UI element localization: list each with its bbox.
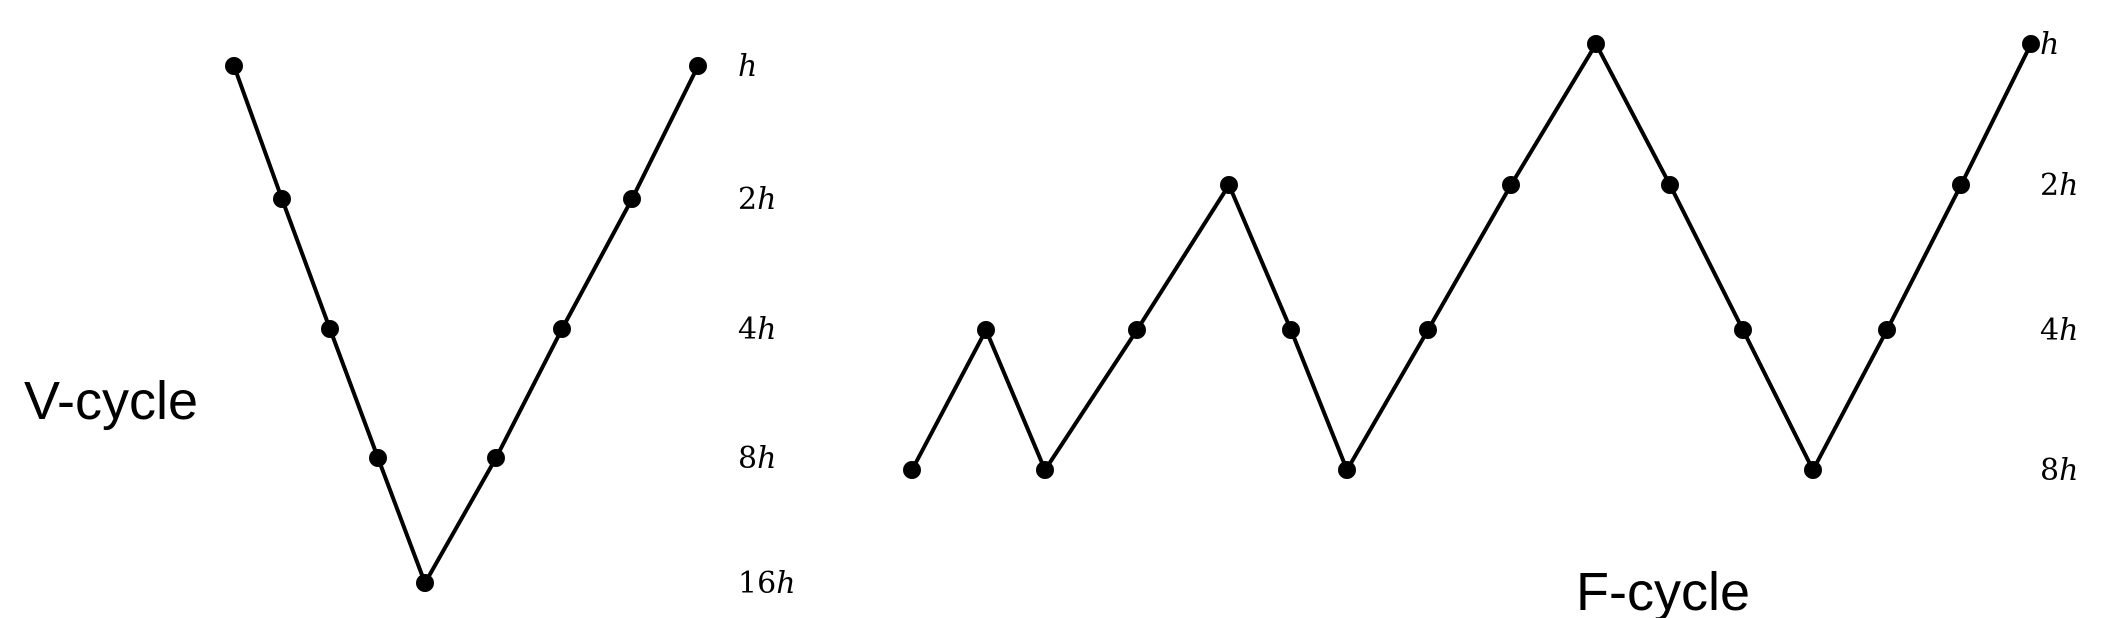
v-cycle-edge — [328, 327, 380, 460]
f-cycle-edge — [1959, 42, 2033, 187]
f-cycle-nodes — [903, 35, 2040, 479]
f-cycle-node — [1661, 176, 1679, 194]
level-unit: h — [776, 566, 795, 601]
f-cycle-node — [1282, 321, 1300, 339]
f-cycle-node — [977, 321, 995, 339]
f-cycle-level-label: 2h — [2040, 168, 2078, 203]
level-unit: h — [2059, 313, 2078, 348]
f-cycle-edge — [1426, 183, 1513, 332]
f-cycle-node — [1952, 176, 1970, 194]
f-cycle-edge — [1741, 328, 1815, 472]
v-cycle-level-label: h — [738, 49, 757, 84]
f-cycle-edge — [1043, 328, 1139, 472]
f-cycle-edge — [1668, 183, 1745, 332]
v-cycle-edge — [423, 456, 498, 585]
v-cycle-edge — [280, 197, 332, 331]
level-coefficient: 16 — [738, 566, 776, 601]
v-cycle-node — [487, 449, 505, 467]
f-cycle-level-label: h — [2040, 27, 2059, 62]
f-cycle-path — [910, 42, 2033, 472]
level-coefficient: 2 — [2040, 168, 2059, 203]
v-cycle-node — [321, 320, 339, 338]
f-cycle-node — [1220, 176, 1238, 194]
f-cycle-node — [1338, 461, 1356, 479]
v-cycle-edge — [560, 197, 634, 331]
level-unit: h — [757, 182, 776, 217]
level-coefficient: 8 — [738, 441, 757, 476]
f-cycle-node — [1036, 461, 1054, 479]
f-cycle-level-label: 8h — [2040, 453, 2078, 488]
f-cycle-node — [1804, 461, 1822, 479]
f-cycle-edge — [910, 328, 988, 472]
f-cycle-edge — [984, 328, 1047, 472]
v-cycle-node — [689, 57, 707, 75]
v-cycle-node — [369, 449, 387, 467]
v-cycle-node — [225, 57, 243, 75]
v-cycle-edge — [232, 64, 284, 201]
v-cycle-level-label: 4h — [738, 312, 776, 347]
level-unit: h — [757, 312, 776, 347]
f-cycle-node — [1502, 176, 1520, 194]
v-cycle-node — [273, 190, 291, 208]
v-cycle-edge — [376, 456, 427, 585]
f-cycle-node — [1734, 321, 1752, 339]
f-cycle-node — [1128, 321, 1146, 339]
v-cycle-node — [553, 320, 571, 338]
level-unit: h — [2059, 453, 2078, 488]
v-cycle-node — [416, 574, 434, 592]
f-cycle-edge — [1885, 183, 1963, 332]
level-coefficient: 4 — [2040, 313, 2059, 348]
f-cycle-node — [903, 461, 921, 479]
f-cycle-edge — [1345, 328, 1430, 472]
v-cycle-node — [623, 190, 641, 208]
level-unit: h — [738, 49, 757, 84]
v-cycle-title: V-cycle — [24, 371, 198, 431]
f-cycle-edge — [1811, 328, 1889, 472]
level-unit: h — [2059, 168, 2078, 203]
f-cycle-node — [1878, 321, 1896, 339]
f-cycle-node — [1419, 321, 1437, 339]
level-unit: h — [757, 441, 776, 476]
f-cycle-node — [2022, 35, 2040, 53]
f-cycle-title: F-cycle — [1576, 562, 1750, 618]
v-cycle-edge — [630, 64, 700, 201]
level-coefficient: 8 — [2040, 453, 2059, 488]
v-cycle-level-label: 16h — [738, 566, 796, 601]
level-coefficient: 2 — [738, 182, 757, 217]
v-cycle-level-label: 8h — [738, 441, 776, 476]
f-cycle-edge — [1227, 183, 1293, 332]
f-cycle-edge — [1594, 42, 1672, 187]
f-cycle-edge — [1509, 42, 1598, 187]
f-cycle-edge — [1135, 183, 1231, 332]
f-cycle-level-label: 4h — [2040, 313, 2078, 348]
level-coefficient: 4 — [738, 312, 757, 347]
v-cycle-level-label: 2h — [738, 182, 776, 217]
level-unit: h — [2040, 27, 2059, 62]
v-cycle-edge — [494, 327, 564, 460]
f-cycle-edge — [1289, 328, 1349, 472]
f-cycle-node — [1587, 35, 1605, 53]
v-cycle-path — [232, 64, 700, 585]
v-cycle-nodes — [225, 57, 707, 592]
